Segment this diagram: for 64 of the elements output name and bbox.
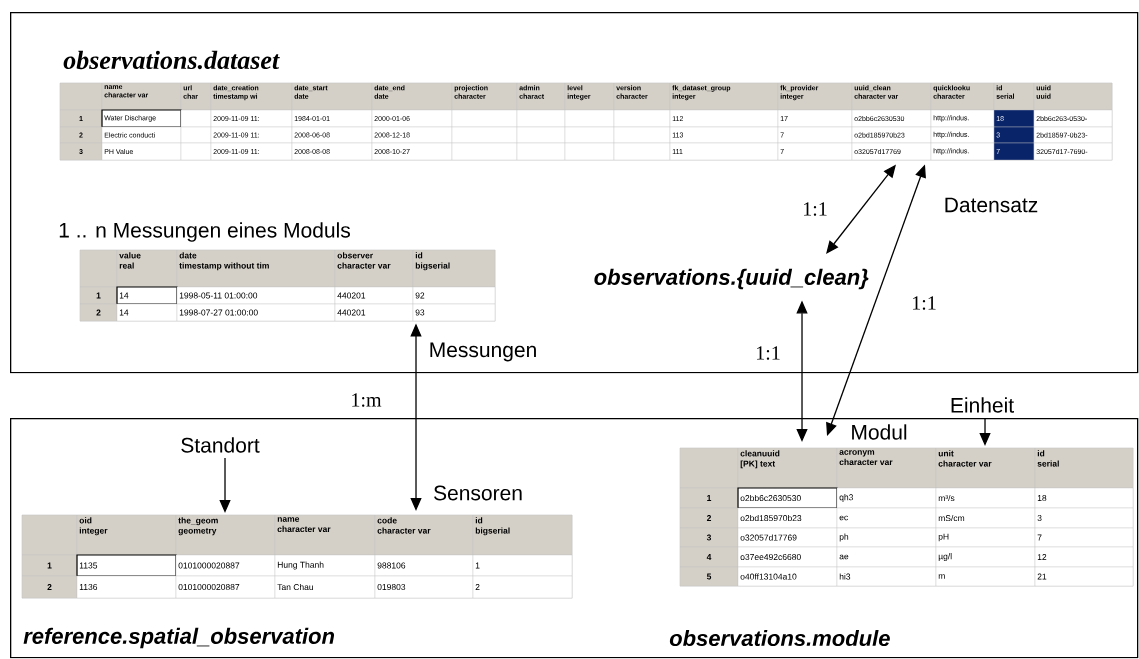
column-header: id serial bbox=[1034, 447, 1134, 489]
text-label: Messungen bbox=[430, 342, 536, 362]
table-cell: 93 bbox=[412, 303, 496, 322]
table-title: 1 .. n Messungen eines Moduls bbox=[59, 222, 350, 242]
table-cell: m³/s bbox=[935, 487, 1036, 509]
row-number: 1 bbox=[679, 487, 739, 509]
table-cell: o2bb6c2630530 bbox=[737, 487, 838, 509]
column-header: observer character var bbox=[334, 249, 414, 288]
text-label: Einheit bbox=[951, 397, 1014, 413]
table-cell: 1136 bbox=[76, 575, 177, 599]
table-title: observations.dataset bbox=[63, 50, 280, 70]
column-header: oid integer bbox=[76, 514, 177, 556]
table-cell: o40ff13104a10 bbox=[737, 566, 838, 587]
column-header: id bigserial bbox=[472, 514, 573, 556]
table-cell: qh3 bbox=[836, 487, 937, 509]
table-cell: Tan Chau bbox=[274, 575, 376, 599]
table-cell: 3 bbox=[1034, 507, 1134, 529]
table-cell: 2 bbox=[472, 575, 573, 599]
table-cell: ec bbox=[836, 507, 937, 529]
edge-label: 1:1 bbox=[910, 295, 938, 311]
row-number: 2 bbox=[679, 507, 739, 529]
text-label: Standort bbox=[181, 437, 260, 453]
edge-label: 1:m bbox=[349, 392, 383, 408]
table-title: reference.spatial_observation bbox=[23, 627, 335, 649]
table-cell: 019803 bbox=[374, 575, 474, 599]
column-header: code character var bbox=[374, 514, 474, 556]
table-cell: 7 bbox=[1034, 527, 1134, 548]
column-header: id bigserial bbox=[412, 249, 496, 288]
panel-frame bbox=[10, 418, 1139, 659]
table-cell: 14 bbox=[116, 303, 178, 322]
edge-label: 1:1 bbox=[801, 201, 829, 217]
row-number: 5 bbox=[679, 566, 739, 587]
text-label: observations.{uuid_clean} bbox=[594, 268, 869, 290]
table-cell: 21 bbox=[1034, 566, 1134, 587]
text-label: Sensoren bbox=[434, 485, 522, 501]
column-header: cleanuuid [PK] text bbox=[737, 447, 838, 489]
table-cell: o2bd185970b23 bbox=[737, 507, 838, 529]
table-cell: 988106 bbox=[374, 554, 474, 577]
table-cell: mS/cm bbox=[935, 507, 1036, 529]
column-header: acronym character var bbox=[836, 447, 937, 489]
table-cell: m bbox=[935, 566, 1036, 587]
column-header: the_geom geometry bbox=[175, 514, 276, 556]
table-title: observations.module bbox=[669, 629, 890, 647]
table-cell: o37ee492c6680 bbox=[737, 546, 838, 568]
row-number: 4 bbox=[679, 546, 739, 568]
table-cell: 440201 bbox=[334, 303, 414, 322]
table-cell: 12 bbox=[1034, 546, 1134, 568]
column-header: unit character var bbox=[935, 447, 1036, 489]
column-header: value real bbox=[116, 249, 178, 288]
table-cell: 18 bbox=[1034, 487, 1134, 509]
row-number: 2 bbox=[21, 575, 78, 599]
edge-label: 1:1 bbox=[754, 345, 782, 361]
column-header: name character var bbox=[274, 514, 376, 556]
table-cell: hi3 bbox=[836, 566, 937, 587]
table-cell: 1 bbox=[472, 554, 573, 577]
text-label: Modul bbox=[852, 424, 907, 440]
table-cell: ae bbox=[836, 546, 937, 568]
table-cell: µg/l bbox=[935, 546, 1036, 568]
panel-frame bbox=[10, 12, 1139, 374]
row-number: 3 bbox=[679, 527, 739, 548]
text-label: Datensatz bbox=[945, 197, 1038, 213]
table-cell: 0101000020887 bbox=[175, 575, 276, 599]
row-number: 2 bbox=[79, 303, 118, 322]
table-cell: Hung Thanh bbox=[274, 554, 376, 577]
